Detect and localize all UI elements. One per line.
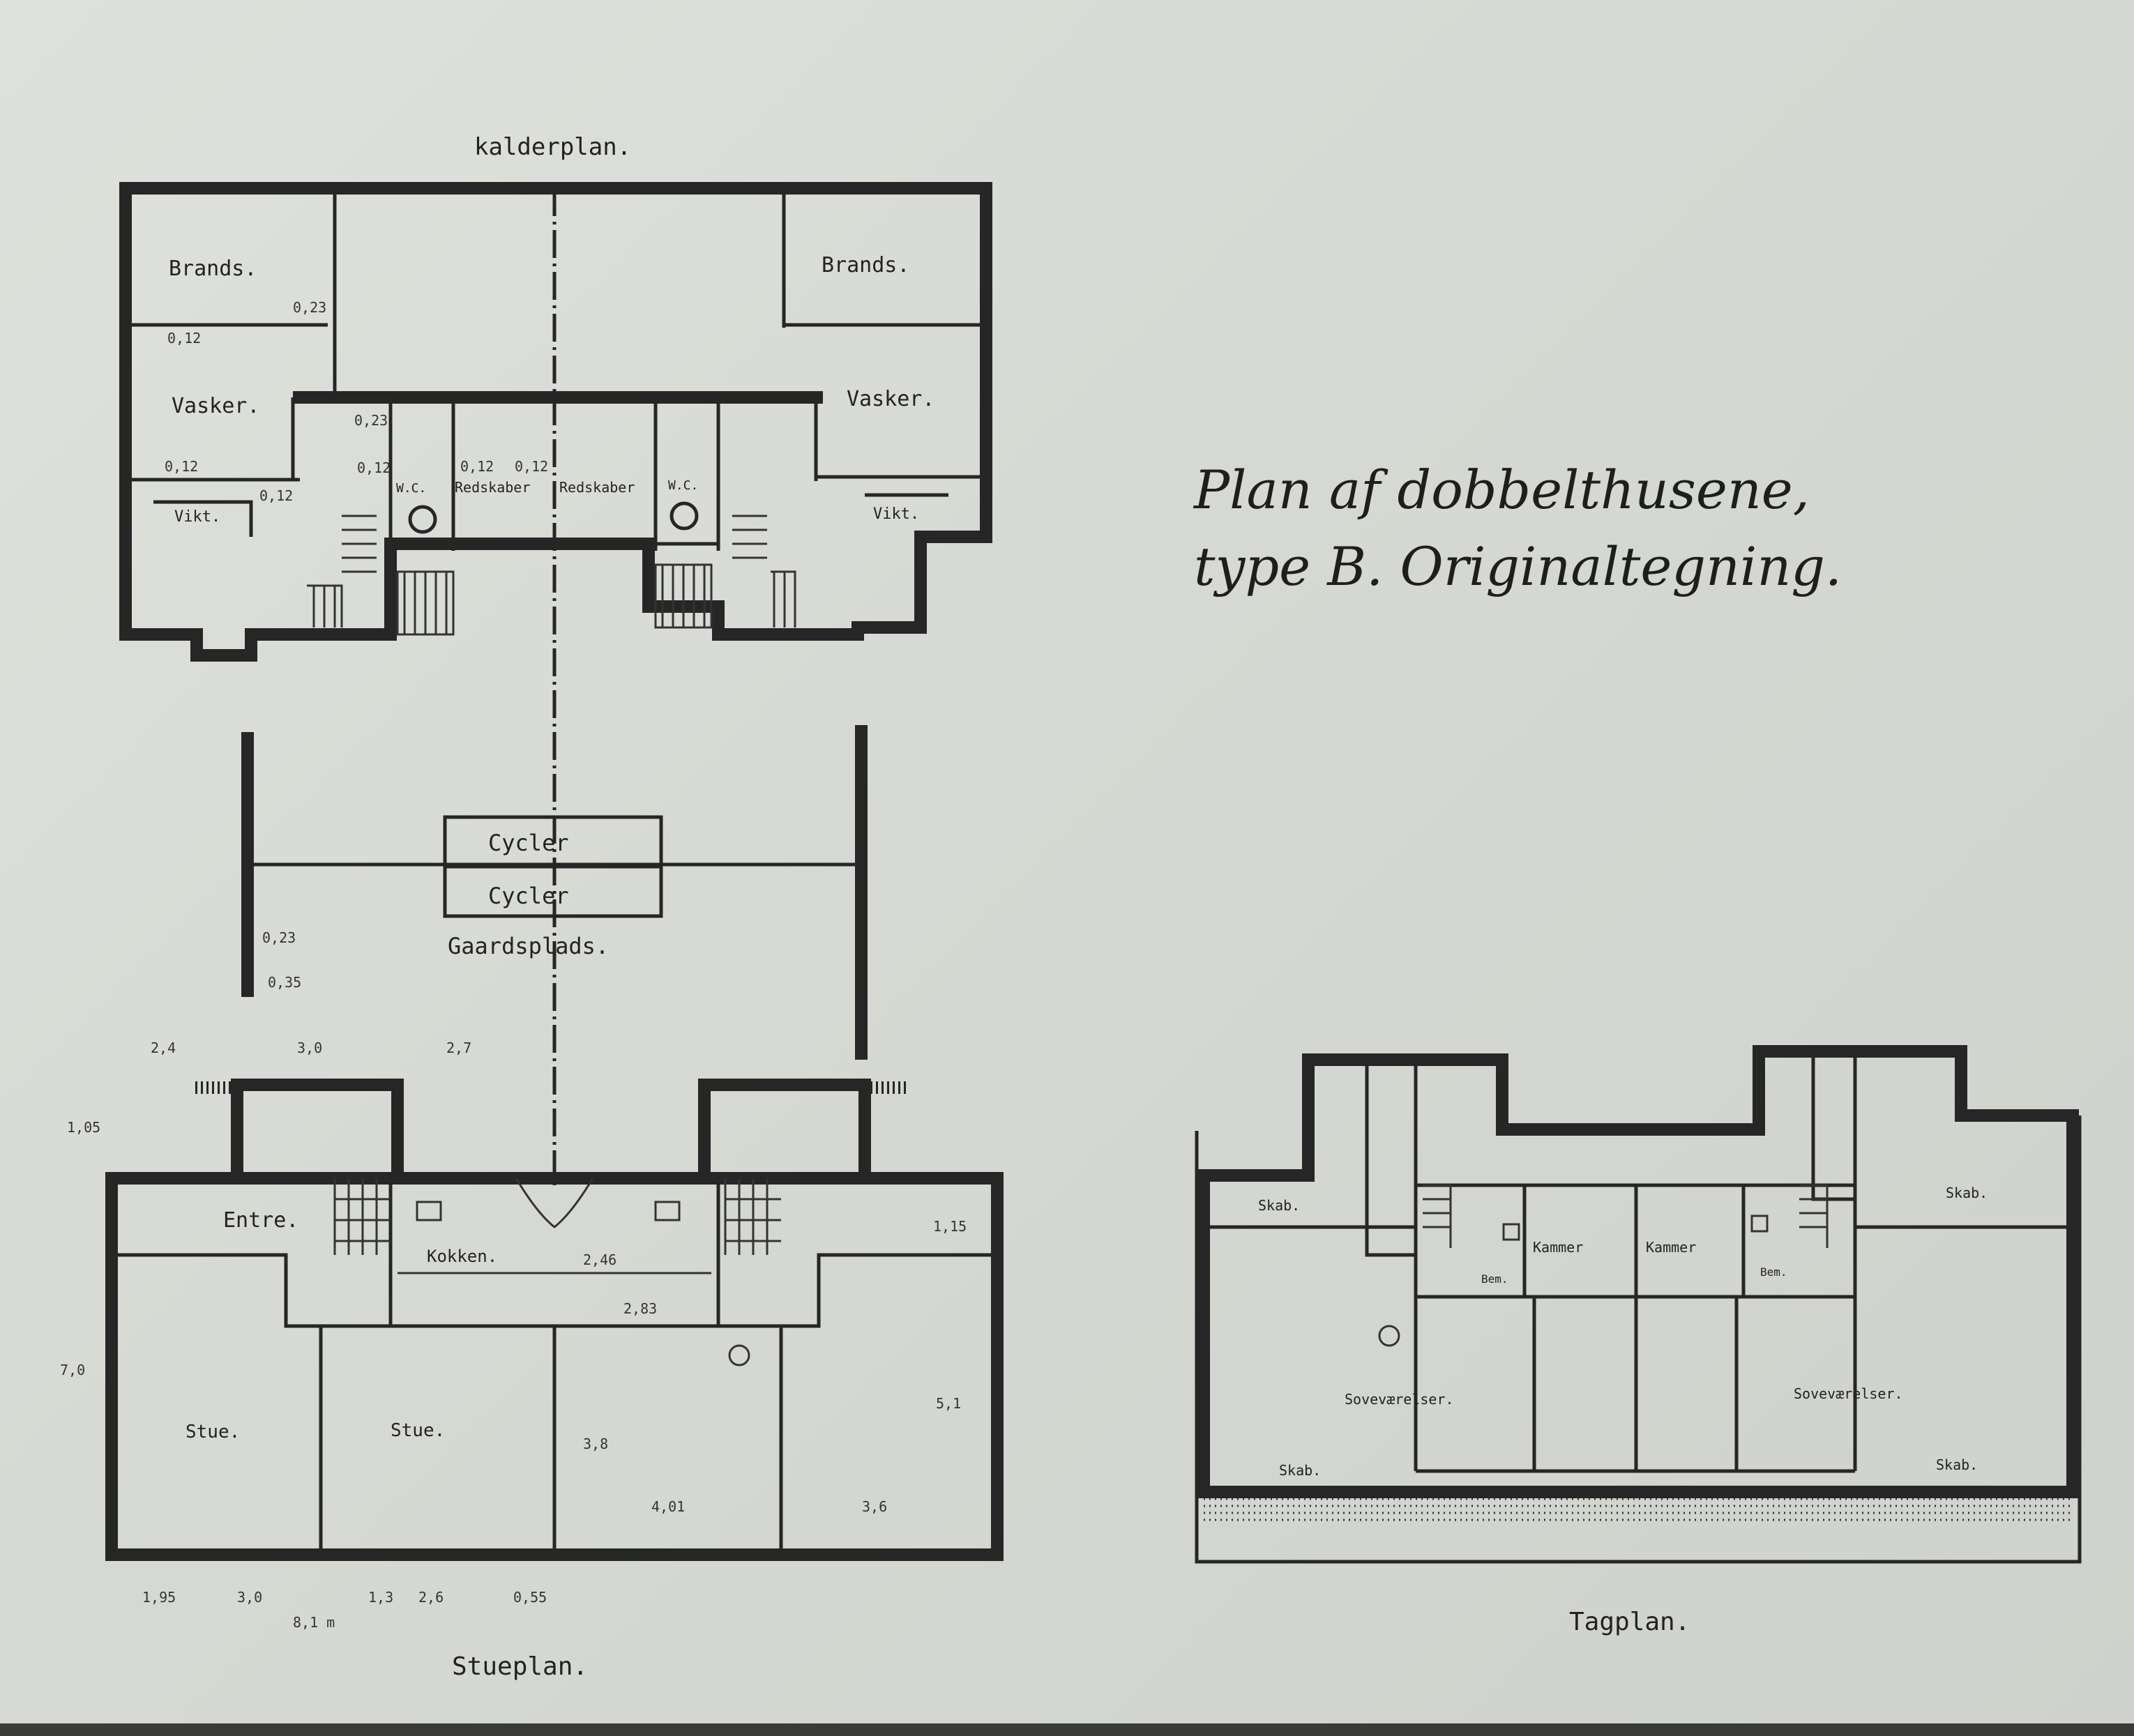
dim-label: 0,12 <box>165 458 198 475</box>
total-width-label: 8,1 m <box>293 1614 335 1631</box>
dim-label: 1,3 <box>368 1589 393 1606</box>
dim-label: 3,8 <box>583 1436 608 1452</box>
roof-bem-right: Bem. <box>1760 1265 1787 1279</box>
roof-skab-bottom-left: Skab. <box>1279 1462 1321 1479</box>
figure-caption: Plan af dobbelthusene, type B. Originalt… <box>1194 452 1961 605</box>
room-stue-2: Stue. <box>391 1420 445 1441</box>
dim-label: 4,01 <box>651 1498 685 1515</box>
dim-label: 2,4 <box>151 1040 176 1056</box>
dim-label: 3,6 <box>862 1498 887 1515</box>
dim-label: 0,12 <box>460 458 494 475</box>
roof-kammer-right: Kammer <box>1646 1239 1696 1256</box>
gaardsplads-label: Gaardsplads. <box>448 933 609 959</box>
caption-line-1: Plan af dobbelthusene, <box>1194 459 1810 521</box>
dim-label: 1,95 <box>142 1589 176 1606</box>
room-wc-right: W.C. <box>668 478 698 493</box>
room-vasker-left: Vasker. <box>172 394 259 418</box>
room-brands-right: Brands. <box>822 253 909 277</box>
room-stue-1: Stue. <box>186 1422 240 1442</box>
dim-label: 0,23 <box>354 412 388 429</box>
stair-left <box>307 515 455 636</box>
dim-label: 1,05 <box>67 1119 100 1136</box>
roof-skab-bottom-right: Skab. <box>1936 1456 1978 1473</box>
dim-label: 0,55 <box>513 1589 547 1606</box>
room-wc-left: W.C. <box>396 481 426 496</box>
room-brands-left: Brands. <box>169 257 257 281</box>
roof-skab-top-left: Skab. <box>1258 1197 1300 1214</box>
roof-sovevaerelser-left: Soveværelser. <box>1345 1391 1454 1408</box>
roof-sovevaerelser-right: Soveværelser. <box>1794 1385 1903 1402</box>
roof-plan: Skab. Skab. Skab. Skab. Kammer Kammer So… <box>1195 1045 2082 1636</box>
dim-label: 2,6 <box>418 1589 444 1606</box>
room-entre: Entre. <box>223 1208 298 1233</box>
basement-plan: kalderplan. Brands. Brands. Vasker. Vask… <box>119 133 992 1185</box>
roof-plan-title: Tagplan. <box>1569 1608 1690 1636</box>
dim-label: 0,23 <box>293 299 326 316</box>
dim-label: 0,12 <box>515 458 548 475</box>
dim-label: 0,12 <box>167 330 201 347</box>
dim-label: 3,0 <box>297 1040 322 1056</box>
room-kokken: Kokken. <box>427 1247 497 1266</box>
caption-line-2: type B. Originaltegning. <box>1194 535 1842 597</box>
dim-label: 7,0 <box>60 1362 85 1378</box>
cycler-label-top: Cycler <box>488 830 569 856</box>
ground-plan-title: Stueplan. <box>452 1652 588 1681</box>
dim-label: 5,1 <box>936 1395 961 1412</box>
room-vasker-right: Vasker. <box>847 387 934 411</box>
dim-label: 2,7 <box>446 1040 471 1056</box>
dim-label: 0,12 <box>259 487 293 504</box>
cycler-label-bottom: Cycler <box>488 883 569 909</box>
dim-label: 0,23 <box>262 929 296 946</box>
roof-skab-top-right: Skab. <box>1946 1185 1988 1201</box>
room-vikt-left: Vikt. <box>174 508 220 526</box>
dim-label: 1,15 <box>933 1218 967 1235</box>
yard-plan: Cycler Cycler Gaardsplads. 0,23 0,35 <box>241 725 868 1060</box>
basement-title: kalderplan. <box>474 133 631 161</box>
roof-bem-left: Bem. <box>1481 1272 1508 1286</box>
room-redskaber-left: Redskaber <box>455 479 530 496</box>
room-redskaber-right: Redskaber <box>559 479 635 496</box>
page-bottom-edge <box>0 1723 2134 1736</box>
room-vikt-right: Vikt. <box>873 505 919 523</box>
dim-label: 3,0 <box>237 1589 262 1606</box>
dim-label: 0,12 <box>357 459 391 476</box>
roof-kammer-left: Kammer <box>1533 1239 1583 1256</box>
ground-plan: Entre. Kokken. Stue. Stue. Stueplan. 2,4… <box>60 1040 1004 1681</box>
dim-label: 2,46 <box>583 1251 616 1268</box>
dim-label: 0,35 <box>268 974 301 991</box>
dim-label: 2,83 <box>623 1300 657 1317</box>
stair-right <box>654 515 796 629</box>
